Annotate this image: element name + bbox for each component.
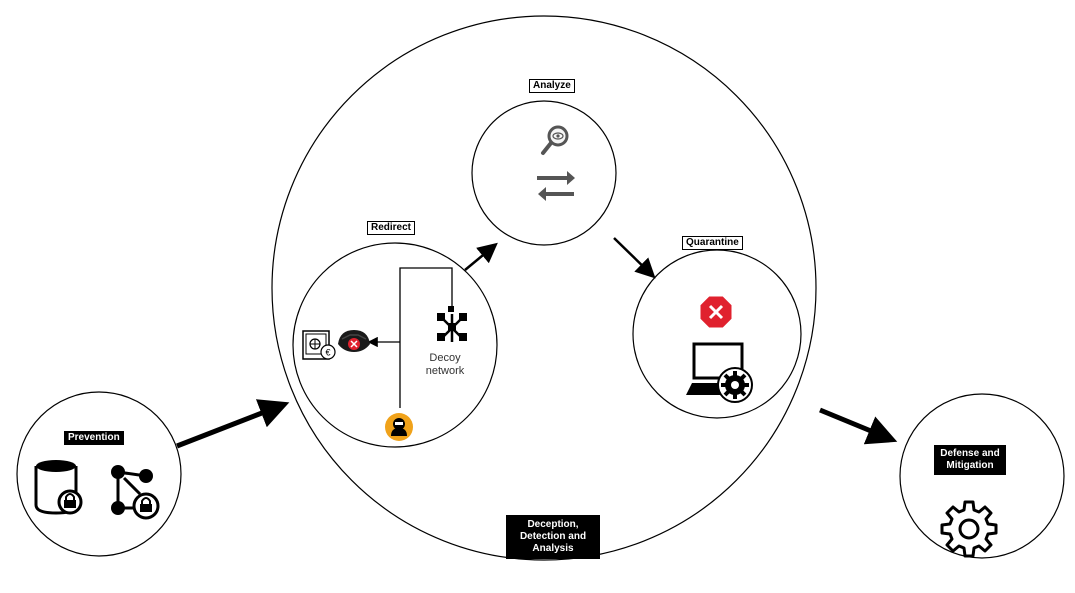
laptop-gear-icon xyxy=(686,342,753,403)
stop-sign-icon xyxy=(699,295,733,329)
redirect-circle xyxy=(292,242,498,448)
safe-money-icon: € xyxy=(302,330,336,360)
decoy-network-label: Decoy network xyxy=(425,352,465,377)
prevention-label: Prevention xyxy=(64,431,124,445)
arrow-redirect-to-analyze xyxy=(464,242,498,271)
defense-label: Defense and Mitigation xyxy=(934,445,1006,475)
decoy-link-line xyxy=(399,267,453,408)
defense-circle xyxy=(899,393,1065,559)
prevention-circle xyxy=(16,391,182,557)
magnifier-eye-icon xyxy=(541,125,569,155)
analyze-label: Analyze xyxy=(529,79,575,93)
arrow-analyze-to-quarantine xyxy=(613,237,656,279)
quarantine-circle xyxy=(632,249,802,419)
redirect-label: Redirect xyxy=(367,221,416,235)
network-lock-icon xyxy=(111,465,160,520)
arrow-deception-to-defense xyxy=(819,407,898,445)
database-lock-icon xyxy=(34,460,83,515)
attacker-icon xyxy=(385,413,413,441)
quarantine-label: Quarantine xyxy=(682,236,743,250)
svg-text:€: € xyxy=(325,348,330,358)
blocked-hacker-icon xyxy=(338,330,370,352)
arrow-prevention-to-deception xyxy=(176,399,290,449)
exchange-arrows-icon xyxy=(537,171,575,201)
gear-icon xyxy=(940,500,998,558)
analyze-circle xyxy=(471,100,617,246)
decoy-network-icon xyxy=(437,306,467,342)
deception-label: Deception, Detection and Analysis xyxy=(506,515,600,559)
